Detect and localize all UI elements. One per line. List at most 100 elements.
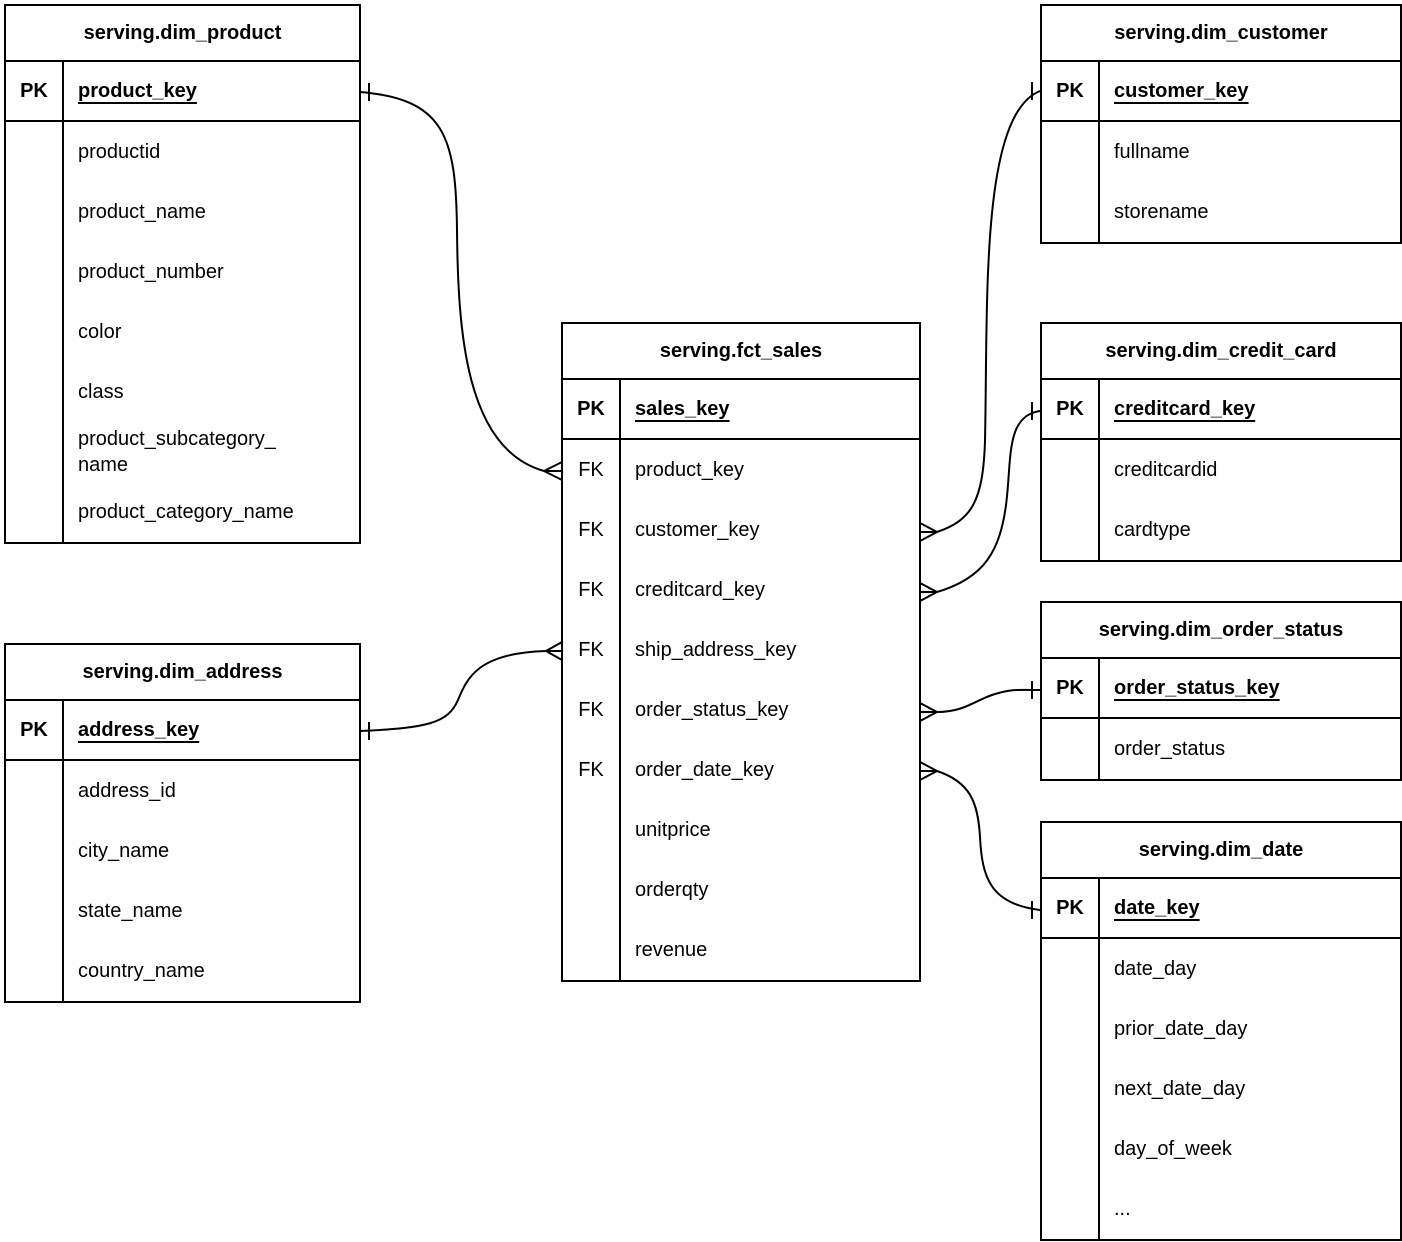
field-row: FK customer_key: [563, 500, 919, 560]
table-dim-credit-card: serving.dim_credit_card PK creditcard_ke…: [1040, 322, 1402, 562]
key-cell: [1042, 999, 1100, 1059]
field-row: fullname: [1042, 122, 1400, 182]
field-name: ship_address_key: [635, 639, 797, 661]
key-cell: [1042, 1119, 1100, 1179]
table-title: serving.dim_date: [1042, 823, 1400, 879]
field-row: country_name: [6, 941, 359, 1001]
fk-badge: FK: [563, 620, 621, 680]
field-name: date_day: [1114, 958, 1197, 980]
field-row: FK order_status_key: [563, 680, 919, 740]
table-title: serving.dim_order_status: [1042, 603, 1400, 659]
field-row: city_name: [6, 821, 359, 881]
table-title: serving.dim_address: [6, 645, 359, 701]
field-name: country_name: [78, 960, 205, 982]
field-row: prior_date_day: [1042, 999, 1400, 1059]
field-name: order_date_key: [635, 759, 774, 781]
field-name: class: [78, 381, 124, 403]
pk-field: product_key: [78, 79, 197, 102]
connector-fct-sales-to-dim-address: [359, 641, 563, 740]
field-row: product_subcategory_ name: [6, 422, 359, 482]
key-cell: [1042, 719, 1100, 779]
field-row: class: [6, 362, 359, 422]
table-dim-address: serving.dim_address PK address_key addre…: [4, 643, 361, 1003]
field-name: productid: [78, 141, 161, 163]
table-dim-product: serving.dim_product PK product_key produ…: [4, 4, 361, 544]
field-name: prior_date_day: [1114, 1018, 1248, 1040]
pk-badge: PK: [1042, 659, 1100, 717]
field-row: product_name: [6, 182, 359, 242]
field-row: orderqty: [563, 860, 919, 920]
connector-fct-sales-to-dim-customer: [919, 82, 1041, 542]
pk-row: PK address_key: [6, 701, 359, 761]
field-name: product_subcategory_ name: [78, 428, 276, 476]
pk-row: PK creditcard_key: [1042, 380, 1400, 440]
field-name: unitprice: [635, 819, 711, 841]
field-name: cardtype: [1114, 519, 1191, 541]
crow-foot-icon: [543, 461, 563, 481]
key-cell: [563, 800, 621, 860]
pk-badge: PK: [1042, 879, 1100, 937]
crow-foot-icon: [545, 641, 563, 661]
field-name: customer_key: [635, 519, 760, 541]
key-cell: [6, 242, 64, 302]
crow-foot-icon: [919, 582, 938, 602]
field-name: product_category_name: [78, 501, 294, 523]
pk-field: address_key: [78, 718, 200, 741]
key-cell: [563, 920, 621, 980]
key-cell: [1042, 440, 1100, 500]
fk-badge: FK: [563, 560, 621, 620]
key-cell: [6, 482, 64, 542]
connector-fct-sales-to-dim-date: [919, 761, 1041, 919]
key-cell: [6, 881, 64, 941]
field-row: product_number: [6, 242, 359, 302]
fk-badge: FK: [563, 740, 621, 800]
field-row: FK creditcard_key: [563, 560, 919, 620]
fk-badge: FK: [563, 440, 621, 500]
field-row: day_of_week: [1042, 1119, 1400, 1179]
field-row: product_category_name: [6, 482, 359, 542]
pk-badge: PK: [563, 380, 621, 438]
key-cell: [6, 761, 64, 821]
field-name: fullname: [1114, 141, 1190, 163]
crow-foot-icon: [919, 522, 938, 542]
field-row: FK order_date_key: [563, 740, 919, 800]
pk-field: date_key: [1114, 896, 1200, 919]
key-cell: [6, 941, 64, 1001]
pk-row: PK date_key: [1042, 879, 1400, 939]
field-row: FK ship_address_key: [563, 620, 919, 680]
key-cell: [6, 182, 64, 242]
table-title: serving.dim_credit_card: [1042, 324, 1400, 380]
pk-field: creditcard_key: [1114, 397, 1256, 420]
field-name: creditcardid: [1114, 459, 1218, 481]
connector-fct-sales-to-dim-product: [359, 83, 563, 481]
field-name: day_of_week: [1114, 1138, 1232, 1160]
table-title: serving.dim_product: [6, 6, 359, 62]
fk-badge: FK: [563, 680, 621, 740]
field-row: productid: [6, 122, 359, 182]
pk-field: customer_key: [1114, 79, 1249, 102]
pk-row: PK order_status_key: [1042, 659, 1400, 719]
table-dim-order-status: serving.dim_order_status PK order_status…: [1040, 601, 1402, 781]
fk-badge: FK: [563, 500, 621, 560]
pk-field: order_status_key: [1114, 676, 1280, 699]
field-row: state_name: [6, 881, 359, 941]
key-cell: [6, 302, 64, 362]
field-name: product_name: [78, 201, 206, 223]
pk-badge: PK: [1042, 62, 1100, 120]
pk-badge: PK: [6, 62, 64, 120]
key-cell: [6, 122, 64, 182]
connector-fct-sales-to-dim-credit-card: [919, 402, 1041, 602]
key-cell: [1042, 182, 1100, 242]
field-row: color: [6, 302, 359, 362]
pk-row: PK product_key: [6, 62, 359, 122]
table-title: serving.fct_sales: [563, 324, 919, 380]
field-row: FK product_key: [563, 440, 919, 500]
table-title: serving.dim_customer: [1042, 6, 1400, 62]
field-row: revenue: [563, 920, 919, 980]
key-cell: [1042, 122, 1100, 182]
field-name: creditcard_key: [635, 579, 766, 601]
field-name: storename: [1114, 201, 1209, 223]
connector-fct-sales-to-dim-order-status: [919, 681, 1041, 722]
table-dim-date: serving.dim_date PK date_key date_day pr…: [1040, 821, 1402, 1241]
